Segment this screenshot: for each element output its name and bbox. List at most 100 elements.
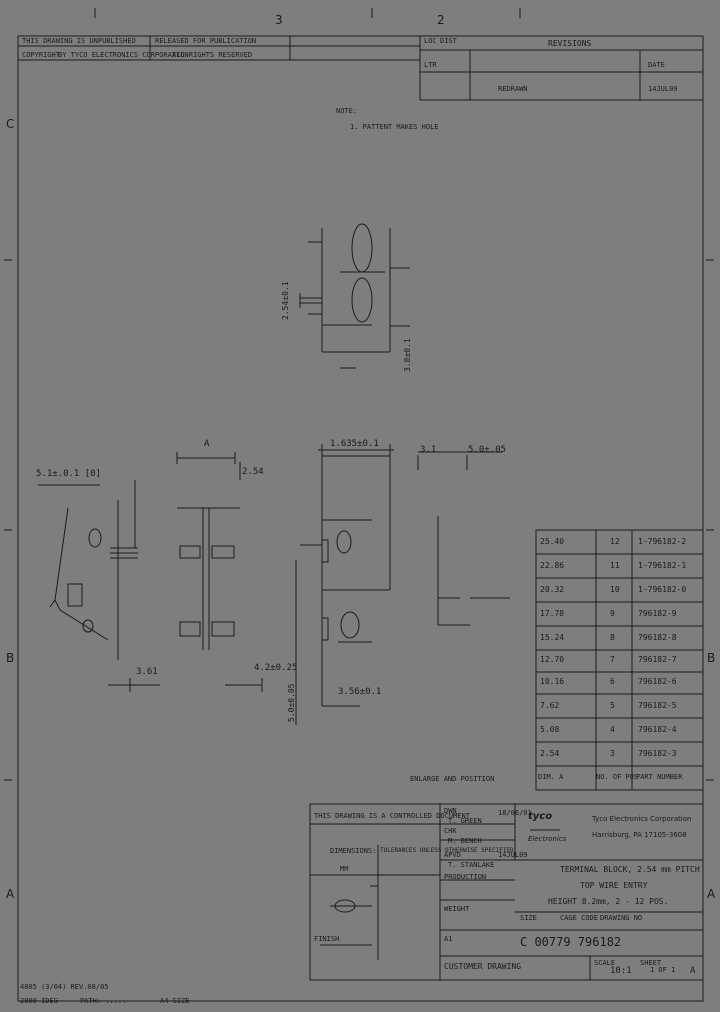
part-table-part-cell: 1-796182-1 [638,561,687,570]
title-block-frame [310,804,703,980]
dist-label: DIST [440,37,457,45]
dim-top-center: 1.635±0.1 [330,439,379,449]
drawn-date: 18/06/01 [498,809,532,817]
finish-label: FINISH [314,935,340,943]
size-value: A1 [444,935,453,943]
brand-logo-bottom: Electronics [528,835,567,843]
revision-entry-date: 14JUL09 [648,85,678,93]
zone-label-a-right: A [707,887,716,901]
part-table-header-pos: NO. OF POS [596,773,639,781]
revision-value: A [690,966,696,976]
sheet-value: 1 OF 1 [650,966,676,974]
loc-label: LOC [424,37,437,45]
view-label: ENLARGE AND POSITION [410,775,495,783]
part-table-pos-cell: 6 [610,677,615,686]
part-table-pos-cell: 10 [610,585,620,594]
rights-notice: ALL RIGHTS RESERVED [172,51,253,59]
units-mm: MM [340,865,349,873]
production-label: PRODUCTION [444,873,487,881]
part-table-part-cell: 796182-8 [638,633,677,642]
revisions-ltr: LTR [424,61,437,69]
dim-small-right: 3.1 [420,445,437,455]
part-table-frame [536,530,703,790]
part-table-dim-cell: 22.86 [540,561,565,570]
dim-small-center: 4.2±0.25 [254,663,298,673]
dim-vert-b: 3.8±0.1 [403,338,412,372]
dimensions-label: DIMENSIONS: [330,847,377,855]
part-table-dim-cell: 25.40 [540,537,565,546]
zone-label-a-left: A [6,887,15,901]
part-table-pos-cell: 9 [610,609,615,618]
size-label: SIZE [520,914,537,922]
revision-entry: REDRAWN [498,85,528,93]
part-table-pos-cell: 12 [610,537,620,546]
approved-name: T. STANLAKE [448,861,495,869]
part-table-part-cell: 796182-6 [638,677,677,686]
zone-label-b-left: B [6,651,15,665]
released-notice: RELEASED FOR PUBLICATION [155,37,257,45]
cage-code-label: CAGE CODE [560,914,598,922]
dim-pitch: 2.54 [242,467,264,477]
copyright-label: COPYRIGHT [22,51,60,59]
zone-label-b-right: B [707,651,716,665]
zone-label-c: C [6,117,15,131]
company-name: Tyco Electronics Corporation [592,815,692,823]
customer-drawing-label: CUSTOMER DRAWING [444,962,522,971]
sheet-frame [18,36,703,1001]
dim-a: A [204,439,210,449]
drawing-number: C 00779 796182 [520,935,622,949]
controlled-document-notice: THIS DRAWING IS A CONTROLLED DOCUMENT [314,812,470,820]
part-table-dim-cell: 5.08 [540,725,560,734]
part-table-part-cell: 1-796182-2 [638,537,687,546]
dim-vert-a: 2.54±0.1 [281,281,290,320]
zone-label-2: 2 [437,13,445,27]
footer-line-2: 2000 IDEG [20,997,58,1005]
part-table-part-cell: 796182-3 [638,749,677,758]
part-table-pos-cell: 4 [610,725,615,734]
dim-top-left: 5.1±.0.1 [0] [36,469,102,479]
part-table-pos-cell: 11 [610,561,620,570]
footer-size: A4 SIZE [160,997,190,1005]
part-table-pos-cell: 3 [610,749,615,758]
drawn-label: DWN [444,807,457,815]
approved-date: 14JUL09 [498,851,528,859]
part-table-part-cell: 796182-5 [638,701,677,710]
drawing-number-label: DRAWING NO [600,914,643,922]
part-table-dim-cell: 20.32 [540,585,565,594]
dim-small-left: 3.61 [136,667,158,677]
part-table-part-cell: 1-796182-0 [638,585,687,594]
company-notice: BY TYCO ELECTRONICS CORPORATION [58,51,189,59]
part-table-header-part: PART NUMBER [636,773,683,781]
footer-form-number: 4805 (3/04) REV.08/05 [20,983,109,991]
drawn-name: T. GREEN [448,817,482,825]
footer-path: PATH: ..... [80,997,127,1005]
company-location: Harrisburg, PA 17105-3608 [592,831,687,839]
scale-value: 10:1 [610,966,632,976]
dim-bottom-right: 3.56±0.1 [338,687,382,697]
dim-gap-right: 5.0±.05 [468,445,506,455]
part-table-dim-cell: 7.62 [540,701,560,710]
part-table-dim-cell: 2.54 [540,749,560,758]
brand-logo-top: tyco [528,811,553,822]
weight-label: WEIGHT [444,905,470,913]
part-table-pos-cell: 8 [610,633,615,642]
part-table-pos-cell: 5 [610,701,615,710]
part-table-dim-cell: 10.16 [540,677,565,686]
part-table-part-cell: 796182-7 [638,655,677,664]
part-table-dim-cell: 12.70 [540,655,565,664]
zone-label-3: 3 [275,13,283,27]
part-table-dim-cell: 17.78 [540,609,565,618]
part-table-part-cell: 796182-9 [638,609,677,618]
title-line-1: TERMINAL BLOCK, 2.54 mm PITCH [560,865,700,874]
part-table-part-cell: 796182-4 [638,725,677,734]
revisions-title: REVISIONS [548,39,592,48]
approved-label: APVD [444,851,461,859]
sheet-label: SHEET [640,959,662,967]
note-line-1: 1. PATTENT MAKES HOLE [350,123,439,131]
revisions-date: DATE [648,61,665,69]
checked-label: CHK [444,827,457,835]
checked-name: M. BENCH [448,837,482,845]
title-line-3: HEIGHT 8.2mm, 2 - 12 POS. [548,897,669,906]
